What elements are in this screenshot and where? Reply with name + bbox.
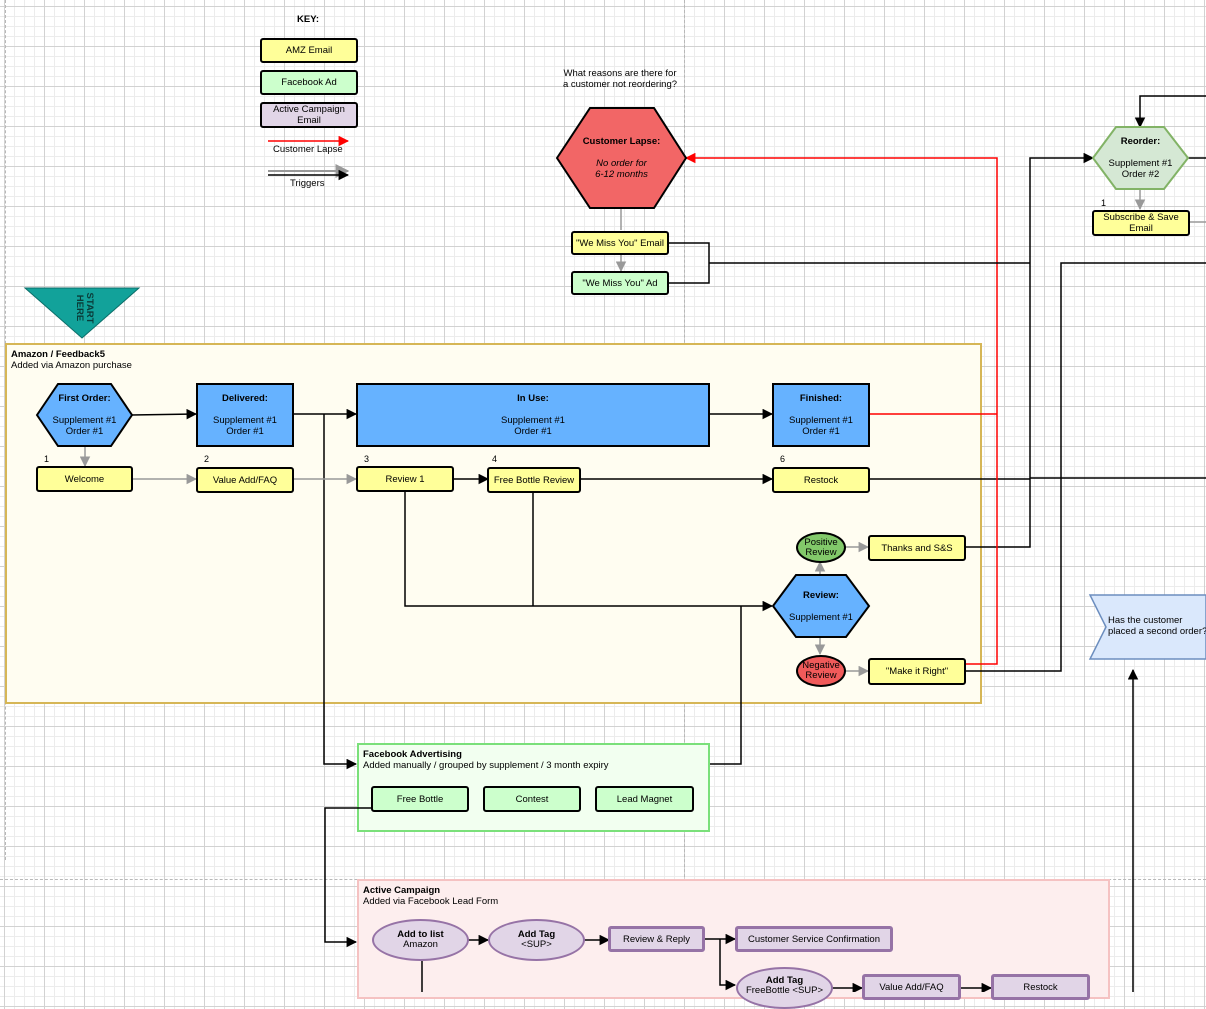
add-tag2-line1: FreeBottle <SUP>: [745, 985, 824, 996]
amazon-swimlane-subtitle: Added via Amazon purchase: [11, 360, 132, 371]
welcome-email[interactable]: Welcome: [36, 466, 133, 492]
positive-line1: Positive: [804, 536, 838, 548]
line-review1-to-review: [404, 490, 774, 612]
key-customer-lapse-label: Customer Lapse: [273, 144, 343, 155]
key-amz-email: AMZ Email: [260, 38, 358, 63]
add-to-list-step[interactable]: Add to list Amazon: [372, 919, 469, 961]
amazon-swimlane-title: Amazon / Feedback5: [11, 349, 105, 360]
key-triggers-label: Triggers: [290, 178, 325, 189]
subscribe-line2: Email: [1129, 223, 1153, 234]
thanks-email[interactable]: Thanks and S&S: [868, 535, 966, 561]
subscribe-line1: Subscribe & Save: [1103, 212, 1179, 223]
question-second-order-line1: Has the customer: [1108, 615, 1183, 626]
line-delivered-to-facebook: [323, 414, 358, 770]
make-it-right-email[interactable]: "Make it Right": [868, 658, 966, 685]
review-hexagon: [771, 574, 871, 638]
question-second-order-line2: placed a second order?: [1108, 626, 1206, 637]
facebook-swimlane-title: Facebook Advertising: [363, 749, 462, 760]
contest-ad[interactable]: Contest: [483, 786, 581, 812]
customer-lapse-hexagon: [555, 107, 688, 209]
welcome-number: 1: [44, 454, 50, 464]
finished-line2: Order #1: [802, 426, 840, 437]
review1-email[interactable]: Review 1: [356, 466, 454, 492]
question-second-order-text: Has the customer placed a second order?: [1108, 615, 1206, 637]
key-active-campaign-email: Active Campaign Email: [260, 102, 358, 128]
start-here-label: START HERE: [70, 284, 95, 332]
value-add-email[interactable]: Value Add/FAQ: [196, 467, 294, 493]
positive-review[interactable]: Positive Review: [796, 532, 846, 563]
add-to-list-title: Add to list: [397, 929, 444, 940]
restock-email[interactable]: Restock: [772, 467, 870, 493]
free-bottle-ad[interactable]: Free Bottle: [371, 786, 469, 812]
negative-review[interactable]: Negative Review: [796, 655, 846, 687]
line-into-reorder-top: [1134, 95, 1206, 129]
facebook-swimlane-subtitle: Added manually / grouped by supplement /…: [363, 760, 609, 771]
line-make-it-right-right: [965, 262, 1206, 672]
line-miss-you-out: [668, 242, 1030, 284]
negative-line1: Negative: [802, 660, 840, 671]
question-second-order-shape: [1088, 594, 1206, 660]
negative-line2: Review: [805, 670, 837, 681]
add-tag-step[interactable]: Add Tag <SUP>: [488, 919, 585, 961]
start-here-marker: [23, 287, 141, 339]
cs-confirmation-email[interactable]: Customer Service Confirmation: [735, 926, 893, 952]
restock-number: 6: [780, 454, 786, 464]
line-facebook-to-review: [710, 606, 742, 765]
arrow-first-order-to-delivered: [130, 408, 198, 420]
in-use-line2: Order #1: [514, 426, 552, 437]
line-thanks-to-reorder: [965, 152, 1095, 548]
positive-line2: Review: [805, 546, 837, 558]
line-review-reply-to-add-tag2: [719, 939, 737, 991]
delivered-stage: Delivered: Supplement #1 Order #1: [196, 383, 294, 447]
lapse-line-make-it-right: [684, 152, 998, 665]
in-use-stage: In Use: Supplement #1 Order #1: [356, 383, 710, 447]
add-tag-title: Add Tag: [517, 929, 556, 940]
lead-magnet-ad[interactable]: Lead Magnet: [595, 786, 694, 812]
free-bottle-review-number: 4: [492, 454, 498, 464]
subscribe-number: 1: [1101, 198, 1107, 208]
reorder-hexagon: [1091, 126, 1190, 190]
delivered-title: Delivered:: [222, 393, 268, 404]
line-facebook-to-active-campaign: [324, 807, 372, 948]
free-bottle-review-email[interactable]: Free Bottle Review: [487, 467, 581, 493]
delivered-line1: Supplement #1: [213, 415, 277, 426]
in-use-line1: Supplement #1: [501, 415, 565, 426]
in-use-title: In Use:: [517, 393, 549, 404]
key-active-campaign-line2: Email: [297, 115, 321, 126]
subscribe-save-email[interactable]: Subscribe & Save Email: [1092, 210, 1190, 236]
restock-ac-email[interactable]: Restock: [991, 974, 1090, 1000]
key-facebook-ad: Facebook Ad: [260, 70, 358, 95]
finished-line1: Supplement #1: [789, 415, 853, 426]
we-miss-you-email[interactable]: "We Miss You" Email: [571, 231, 669, 255]
start-here-line2: HERE: [74, 294, 85, 322]
question-lapse-text: What reasons are there for a customer no…: [540, 68, 700, 90]
add-tag2-title: Add Tag: [765, 975, 804, 986]
we-miss-you-ad[interactable]: "We Miss You" Ad: [571, 271, 669, 295]
key-active-campaign-line1: Active Campaign: [273, 104, 345, 115]
first-order-hexagon: [35, 383, 134, 447]
add-tag-freebottle-step[interactable]: Add Tag FreeBottle <SUP>: [736, 967, 833, 1009]
question-lapse-line1: What reasons are there for: [563, 68, 677, 79]
value-add-ac-email[interactable]: Value Add/FAQ: [862, 974, 961, 1000]
review-reply-email[interactable]: Review & Reply: [608, 926, 705, 952]
start-here-line1: START: [84, 292, 95, 324]
question-lapse-line2: a customer not reordering?: [562, 79, 678, 90]
active-campaign-swimlane-title: Active Campaign: [363, 885, 441, 896]
active-campaign-swimlane-subtitle: Added via Facebook Lead Form: [363, 896, 499, 907]
finished-title: Finished:: [799, 393, 843, 404]
finished-stage: Finished: Supplement #1 Order #1: [772, 383, 870, 447]
review1-number: 3: [364, 454, 370, 464]
value-add-number: 2: [204, 454, 210, 464]
delivered-line2: Order #1: [226, 426, 264, 437]
add-tag-line1: <SUP>: [521, 939, 552, 950]
key-title: KEY:: [297, 14, 319, 25]
add-to-list-line1: Amazon: [403, 939, 438, 950]
